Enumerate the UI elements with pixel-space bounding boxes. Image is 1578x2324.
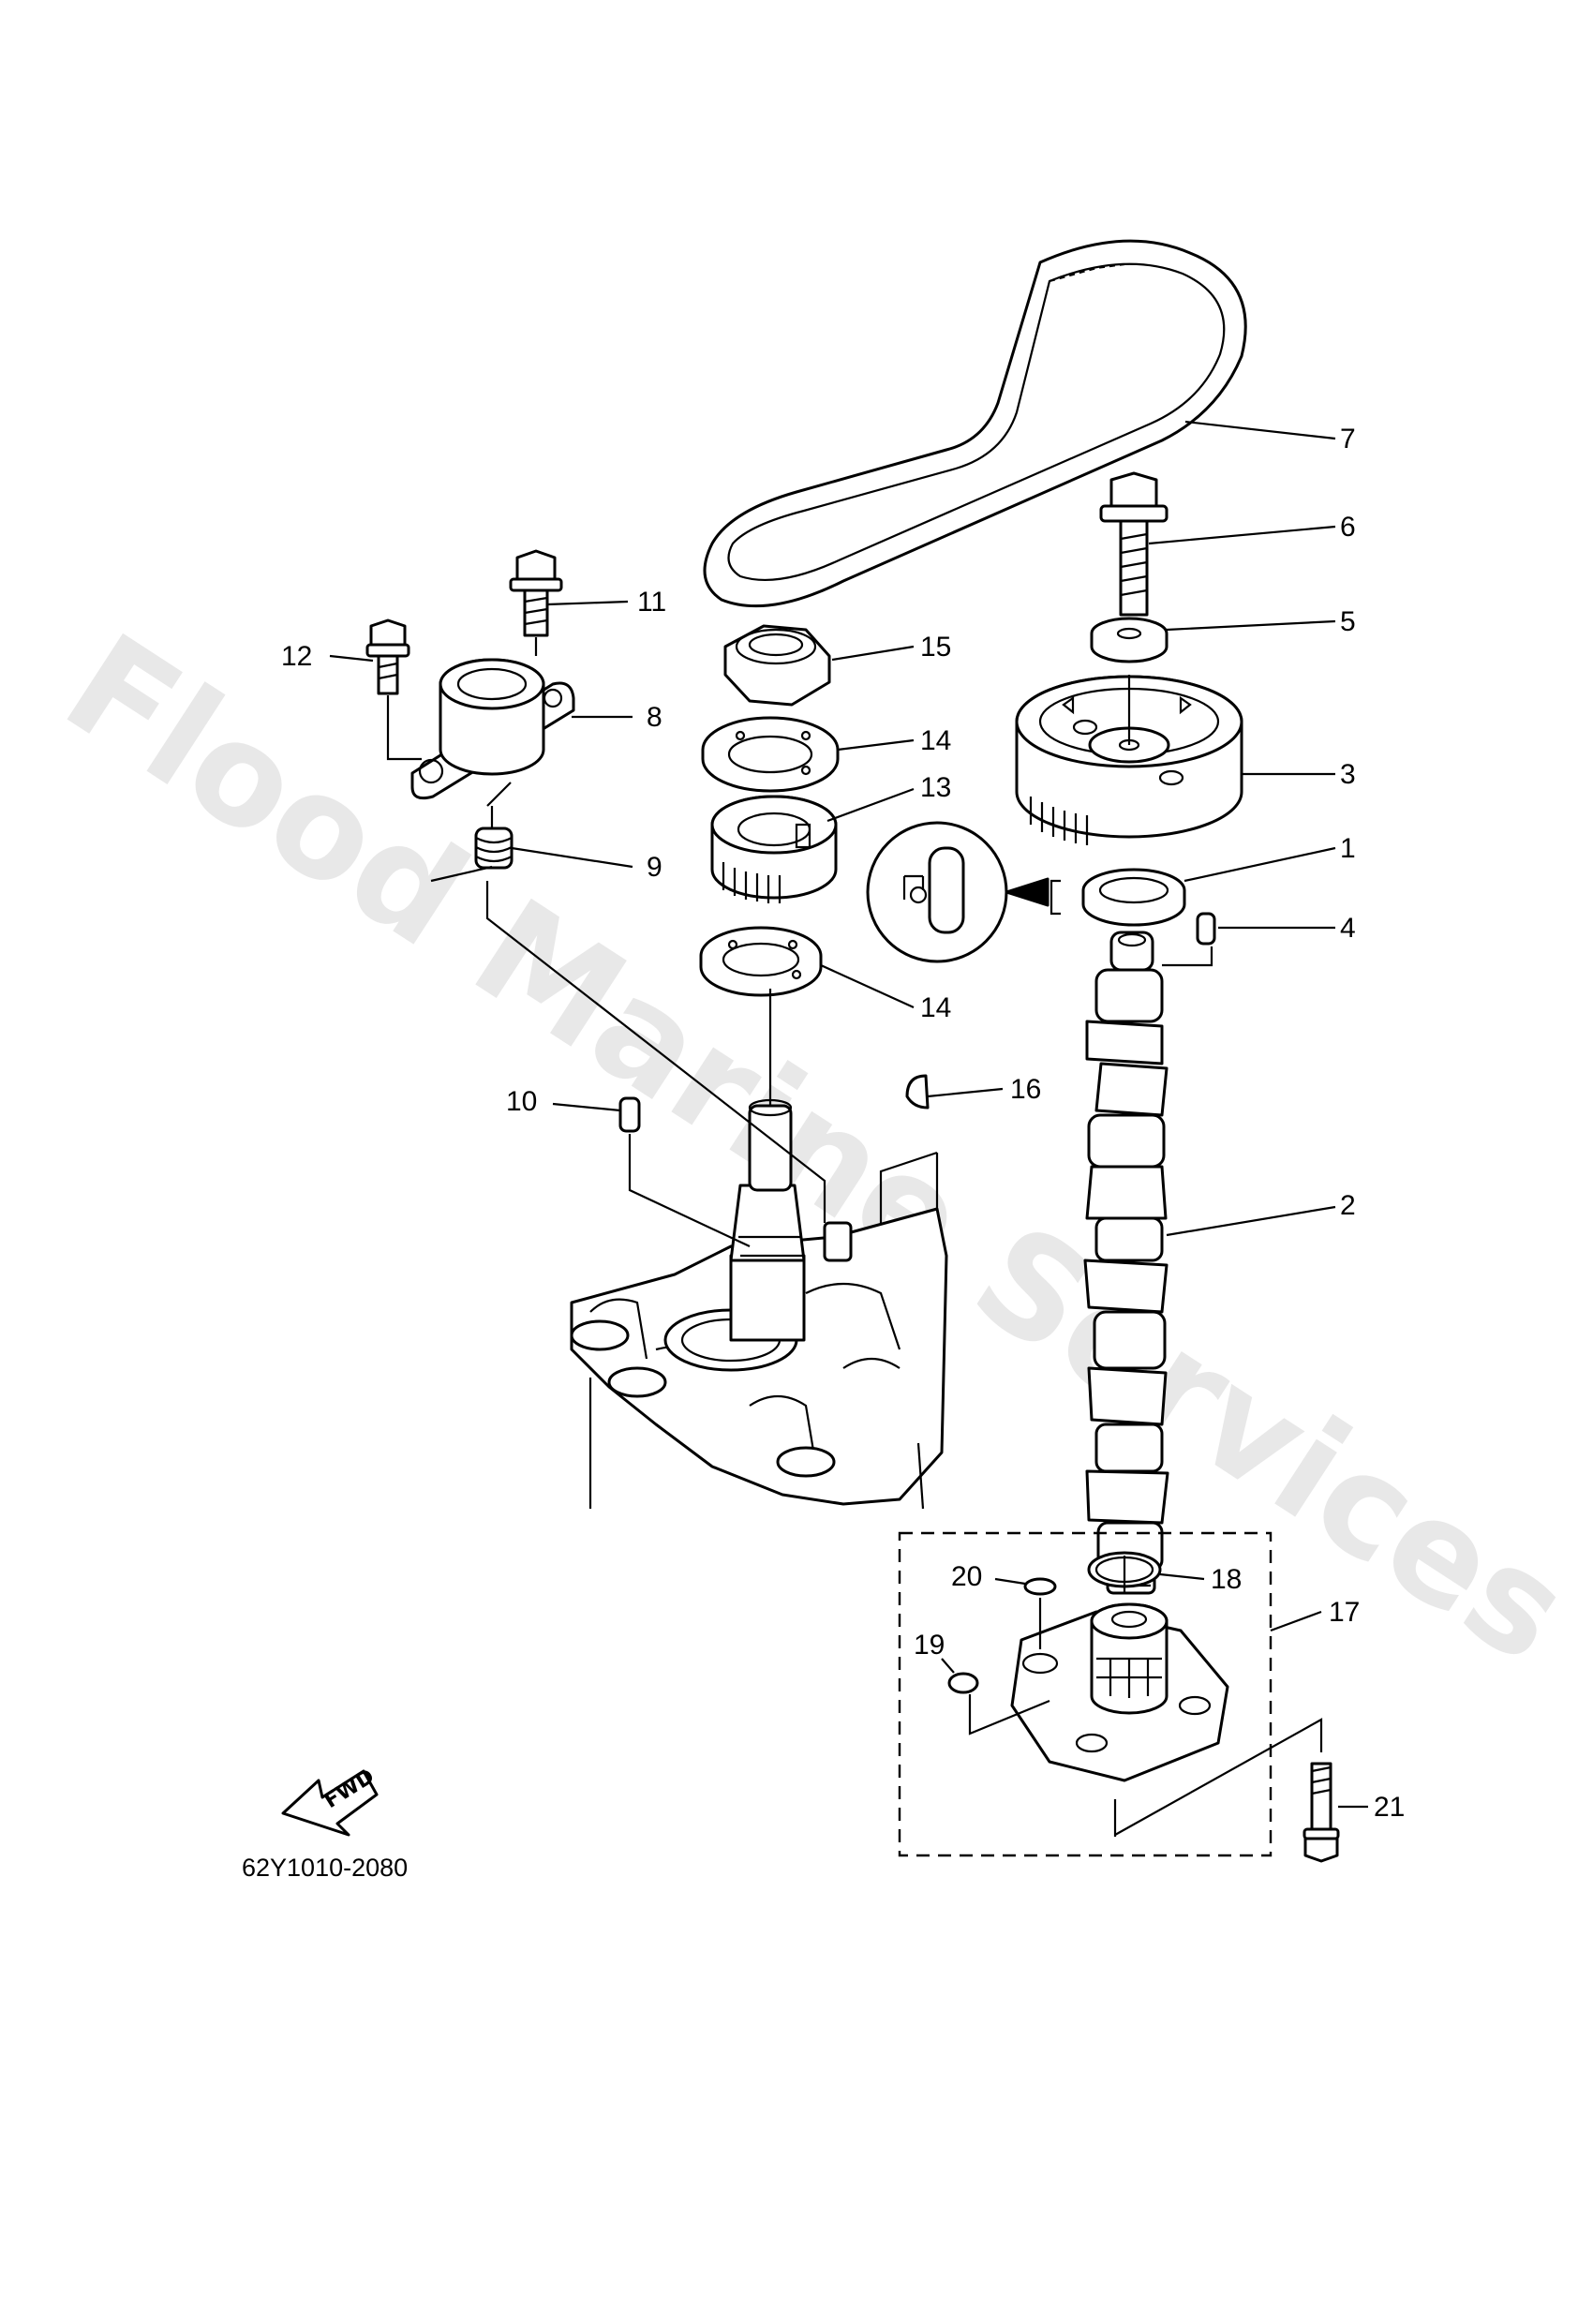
assembly-guide-lines <box>386 637 1323 1837</box>
callout-1: 1 <box>1340 833 1356 864</box>
callout-2: 2 <box>1340 1190 1356 1221</box>
camshaft <box>1083 931 1169 1595</box>
callout-14-upper: 14 <box>920 725 951 756</box>
oil-seal <box>1081 868 1186 927</box>
timing-belt <box>703 239 1247 608</box>
callout-21: 21 <box>1374 1792 1405 1823</box>
tensioner-bolt-12 <box>365 618 410 695</box>
crank-pulley-gear <box>710 795 838 903</box>
callout-5: 5 <box>1340 606 1356 637</box>
woodruff-key <box>905 1074 930 1110</box>
catalog-code: 62Y1010-2080 <box>242 1854 408 1882</box>
crankcase-block <box>570 1098 948 1510</box>
callout-8: 8 <box>647 702 662 733</box>
callout-13: 13 <box>920 772 951 803</box>
callout-3: 3 <box>1340 759 1356 790</box>
callout-4: 4 <box>1340 913 1356 944</box>
crank-nut <box>723 624 831 707</box>
callout-12: 12 <box>281 641 312 672</box>
tensioner-bolt-11 <box>509 549 563 637</box>
crank-plate-lower <box>699 926 823 997</box>
callout-20: 20 <box>951 1561 982 1592</box>
tensioner-spring <box>474 827 514 870</box>
dowel-pin-4 <box>1196 912 1216 946</box>
callout-9: 9 <box>647 852 662 883</box>
callout-labels: 1 2 3 4 5 6 7 8 9 10 11 12 13 14 14 15 1… <box>281 424 1405 1823</box>
callout-14-lower: 14 <box>920 992 951 1023</box>
dowel-pin-10 <box>618 1096 641 1133</box>
callout-19: 19 <box>914 1630 945 1661</box>
callout-15: 15 <box>920 632 951 663</box>
callout-10: 10 <box>506 1086 537 1117</box>
callout-18: 18 <box>1211 1564 1242 1595</box>
cam-pulley <box>1015 675 1243 845</box>
callout-6: 6 <box>1340 512 1356 543</box>
washer <box>1090 617 1169 663</box>
belt-tensioner <box>410 658 575 800</box>
callout-7: 7 <box>1340 424 1356 454</box>
callout-17: 17 <box>1329 1597 1360 1628</box>
cam-pulley-bolt <box>1099 471 1169 617</box>
callout-leaders <box>329 420 1368 1809</box>
crank-plate-upper <box>701 716 840 793</box>
seal-detail-inset <box>866 821 1061 963</box>
callout-16: 16 <box>1010 1074 1041 1105</box>
callout-11: 11 <box>637 587 666 618</box>
fwd-arrow-icon: FWD <box>281 1765 379 1837</box>
oil-pump-bolt <box>1303 1762 1340 1863</box>
